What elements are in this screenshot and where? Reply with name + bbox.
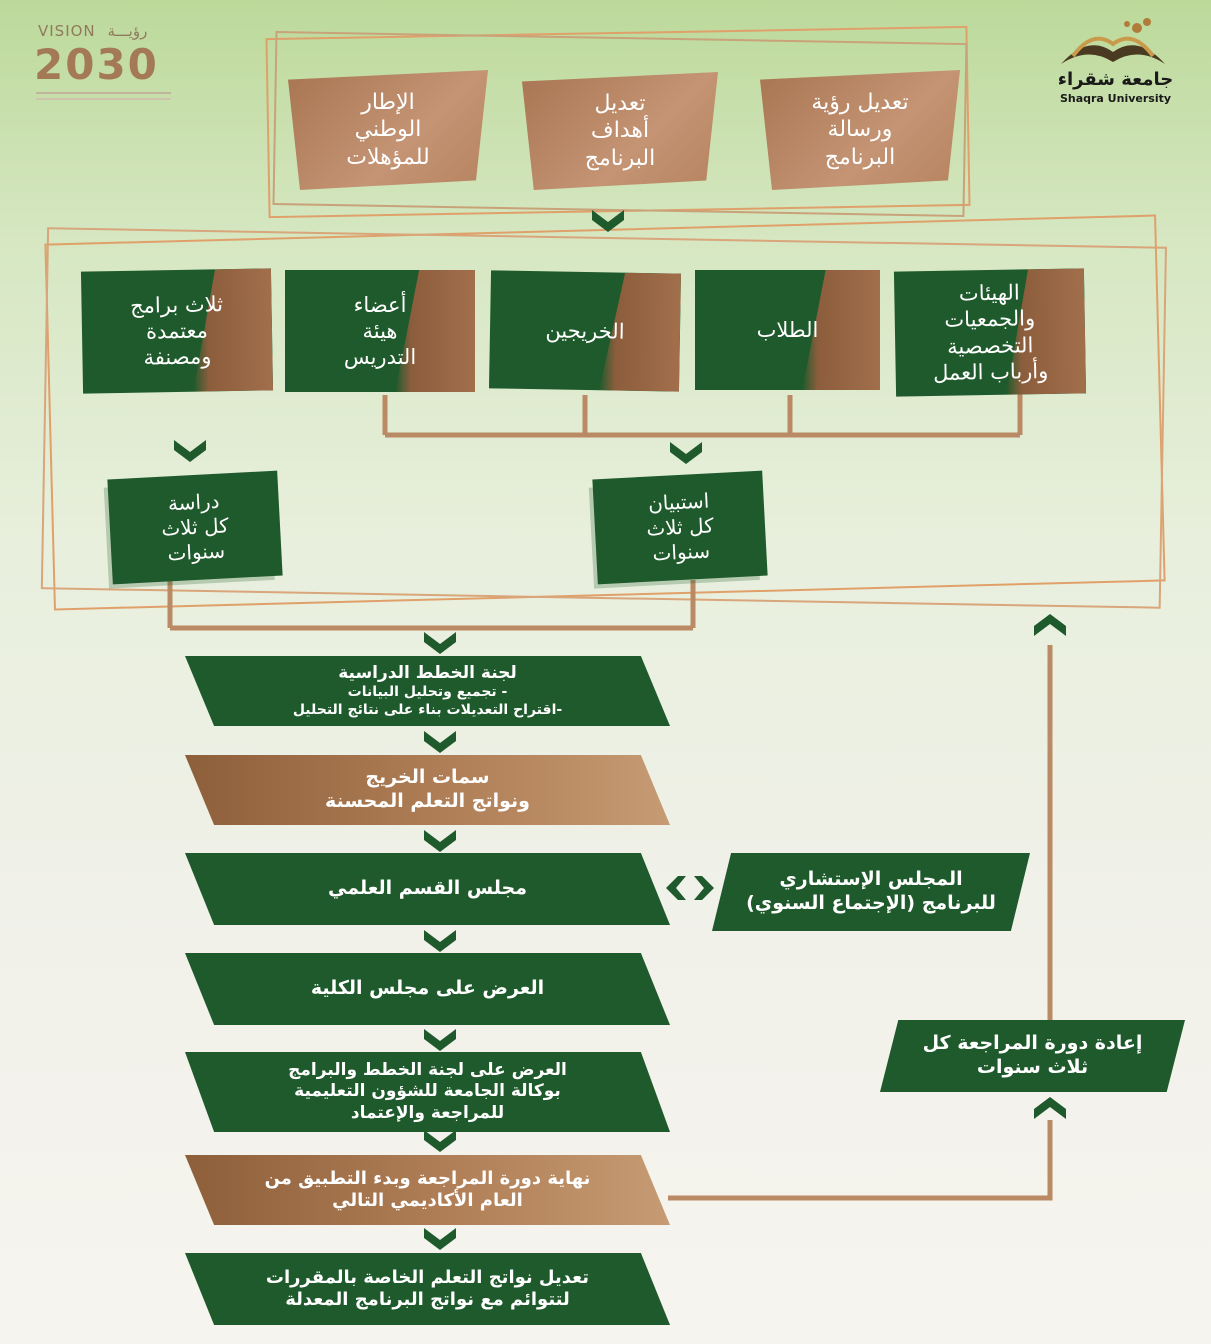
chevron-down-icon: [422, 1128, 458, 1154]
stakeholder-professional-bodies-label: الهيئات والجمعيات التخصصية وأرباب العمل: [932, 280, 1049, 385]
chevron-down-icon: [422, 1027, 458, 1053]
stakeholder-students-label: الطلاب: [756, 317, 819, 342]
advisory-council: المجلس الإستشاري للبرنامج (الإجتماع السن…: [712, 853, 1030, 931]
committee-line-2: -اقتراح التعديلات بناء على نتائج التحليل: [292, 701, 563, 718]
repeat-review-cycle: إعادة دورة المراجعة كل ثلاث سنوات: [880, 1020, 1185, 1092]
vision-year: 2030: [34, 40, 159, 89]
advisory-council-label: المجلس الإستشاري للبرنامج (الإجتماع السن…: [746, 868, 996, 914]
vision-label: VISION رؤيـــة: [38, 22, 148, 40]
chevron-down-icon: [422, 1226, 458, 1252]
double-arrow-icon: [662, 873, 718, 903]
university-arabic-name: جامعة شقراء: [1057, 69, 1174, 90]
top-card-qualifications-framework-label: الإطار الوطني للمؤهلات: [346, 89, 430, 170]
study-every-three-years: دراسة كل ثلاث سنوات: [107, 470, 283, 585]
vision-underline: [36, 92, 171, 94]
stakeholder-professional-bodies: الهيئات والجمعيات التخصصية وأرباب العمل: [893, 268, 1087, 397]
chevron-down-icon: [422, 630, 458, 656]
chevron-down-icon: [172, 438, 208, 464]
top-card-vision-mission: تعديل رؤية ورسالة البرنامج: [760, 70, 960, 190]
course-outcomes-update-label: تعديل نواتج التعلم الخاصة بالمقررات لتتو…: [265, 1266, 590, 1311]
stakeholder-accredited-programs: ثلاث برامج معتمدة ومصنفة: [80, 268, 274, 394]
chevron-up-icon: [1032, 612, 1068, 638]
survey-label: استبيان كل ثلاث سنوات: [645, 488, 715, 566]
department-council-label: مجلس القسم العلمي: [328, 877, 527, 900]
course-outcomes-update: تعديل نواتج التعلم الخاصة بالمقررات لتتو…: [185, 1253, 670, 1325]
stakeholder-faculty: أعضاء هيئة التدريس: [285, 270, 475, 392]
chevron-down-icon: [668, 440, 704, 466]
to-committee-connectors: [167, 580, 696, 631]
chevron-down-icon: [422, 828, 458, 854]
graduate-attributes-label: سمات الخريج ونواتج التعلم المحسنة: [325, 766, 530, 812]
chevron-down-icon: [590, 208, 626, 234]
university-plans-committee-label: العرض على لجنة الخطط والبرامج بوكالة الج…: [288, 1060, 567, 1123]
top-card-program-goals-label: تعديل أهداف البرنامج: [584, 90, 656, 171]
university-english-name: Shaqra University: [1059, 92, 1172, 105]
survey-every-three-years: استبيان كل ثلاث سنوات: [592, 470, 768, 585]
department-council: مجلس القسم العلمي: [185, 853, 670, 925]
stakeholder-faculty-label: أعضاء هيئة التدريس: [343, 292, 417, 370]
repeat-review-cycle-label: إعادة دورة المراجعة كل ثلاث سنوات: [922, 1032, 1143, 1078]
chevron-down-icon: [422, 729, 458, 755]
university-logo: جامعة شقراء Shaqra University: [1053, 14, 1183, 109]
top-card-program-goals: تعديل أهداف البرنامج: [522, 72, 718, 190]
stakeholder-graduates: الخريجين: [488, 270, 682, 392]
stakeholder-accredited-programs-label: ثلاث برامج معتمدة ومصنفة: [129, 291, 224, 370]
vision-underline-2: [36, 98, 171, 100]
stakeholder-graduates-label: الخريجين: [545, 318, 625, 344]
top-card-qualifications-framework: الإطار الوطني للمؤهلات: [288, 70, 488, 190]
curriculum-committee: لجنة الخطط الدراسية - تجميع وتحليل البيا…: [185, 656, 670, 726]
chevron-up-icon: [1032, 1095, 1068, 1121]
committee-title: لجنة الخطط الدراسية: [338, 662, 517, 683]
college-council-label: العرض على مجلس الكلية: [310, 977, 545, 1000]
vision-2030-logo: VISION رؤيـــة 2030: [32, 20, 177, 110]
university-plans-committee: العرض على لجنة الخطط والبرامج بوكالة الج…: [185, 1052, 670, 1132]
end-of-review-cycle: نهاية دورة المراجعة وبدء التطبيق من العا…: [185, 1155, 670, 1225]
chevron-down-icon: [422, 928, 458, 954]
graduate-attributes: سمات الخريج ونواتج التعلم المحسنة: [185, 755, 670, 825]
study-label: دراسة كل ثلاث سنوات: [160, 488, 230, 566]
end-of-review-cycle-label: نهاية دورة المراجعة وبدء التطبيق من العا…: [264, 1167, 591, 1212]
stakeholder-students: الطلاب: [695, 270, 880, 390]
book-icon: [1061, 18, 1165, 64]
committee-line-1: - تجميع وتحليل البيانات: [347, 684, 508, 701]
top-card-vision-mission-label: تعديل رؤية ورسالة البرنامج: [811, 89, 909, 170]
college-council: العرض على مجلس الكلية: [185, 953, 670, 1025]
